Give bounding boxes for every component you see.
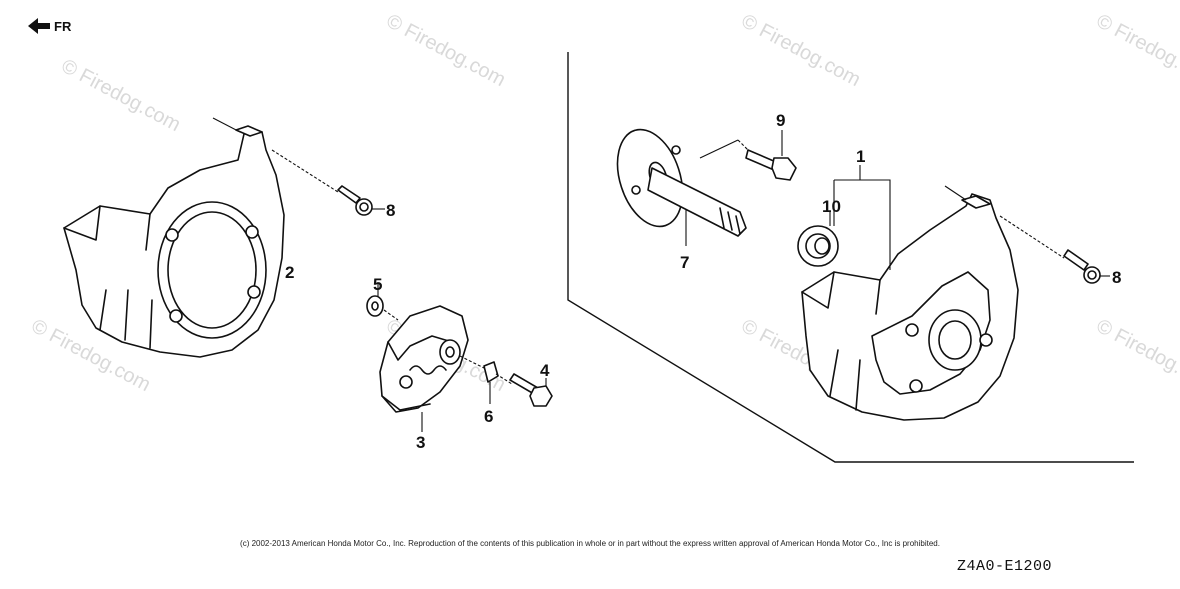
copyright-notice: (c) 2002-2013 American Honda Motor Co., … (240, 539, 940, 548)
callout-10: 10 (822, 197, 841, 216)
callout-1: 1 (856, 147, 865, 166)
callout-9: 9 (776, 111, 785, 130)
callout-8-right: 8 (1112, 268, 1121, 287)
assembly-frame (567, 52, 1134, 463)
callout-8-left: 8 (386, 201, 395, 220)
bolt-part-8-left (271, 149, 385, 216)
clutch-shoe-part-3 (379, 305, 469, 432)
bolt-part-8-right (999, 215, 1110, 284)
washer-part-5 (366, 284, 399, 321)
brand-logo: FR (26, 16, 71, 36)
watermark: © Firedog.com (1093, 315, 1180, 396)
brand-text: FR (54, 18, 72, 34)
callout-6: 6 (484, 407, 493, 426)
callout-3: 3 (416, 433, 425, 452)
callout-7: 7 (680, 253, 689, 272)
watermark: © Firedog.com (58, 55, 184, 136)
callout-4: 4 (540, 361, 550, 380)
arrow-logo-icon (28, 18, 50, 34)
watermark: © Firedog.com (1093, 10, 1180, 91)
callout-2: 2 (285, 263, 294, 282)
watermark: © Firedog.com (383, 10, 509, 91)
callout-5: 5 (373, 275, 382, 294)
callout-labels: 1 2 3 4 5 6 7 8 8 9 10 (285, 111, 1121, 452)
bearing-part-10 (797, 212, 839, 267)
diagram-code: Z4A0-E1200 (956, 558, 1052, 575)
drive-shaft-part-7 (616, 128, 749, 246)
gear-housing-part-1 (801, 165, 1019, 421)
clutch-housing-part-2 (63, 117, 285, 358)
watermark: © Firedog.com (738, 10, 864, 91)
bolt-part-4 (495, 373, 553, 407)
bolt-part-9 (745, 130, 797, 181)
washer-part-6 (459, 355, 499, 404)
